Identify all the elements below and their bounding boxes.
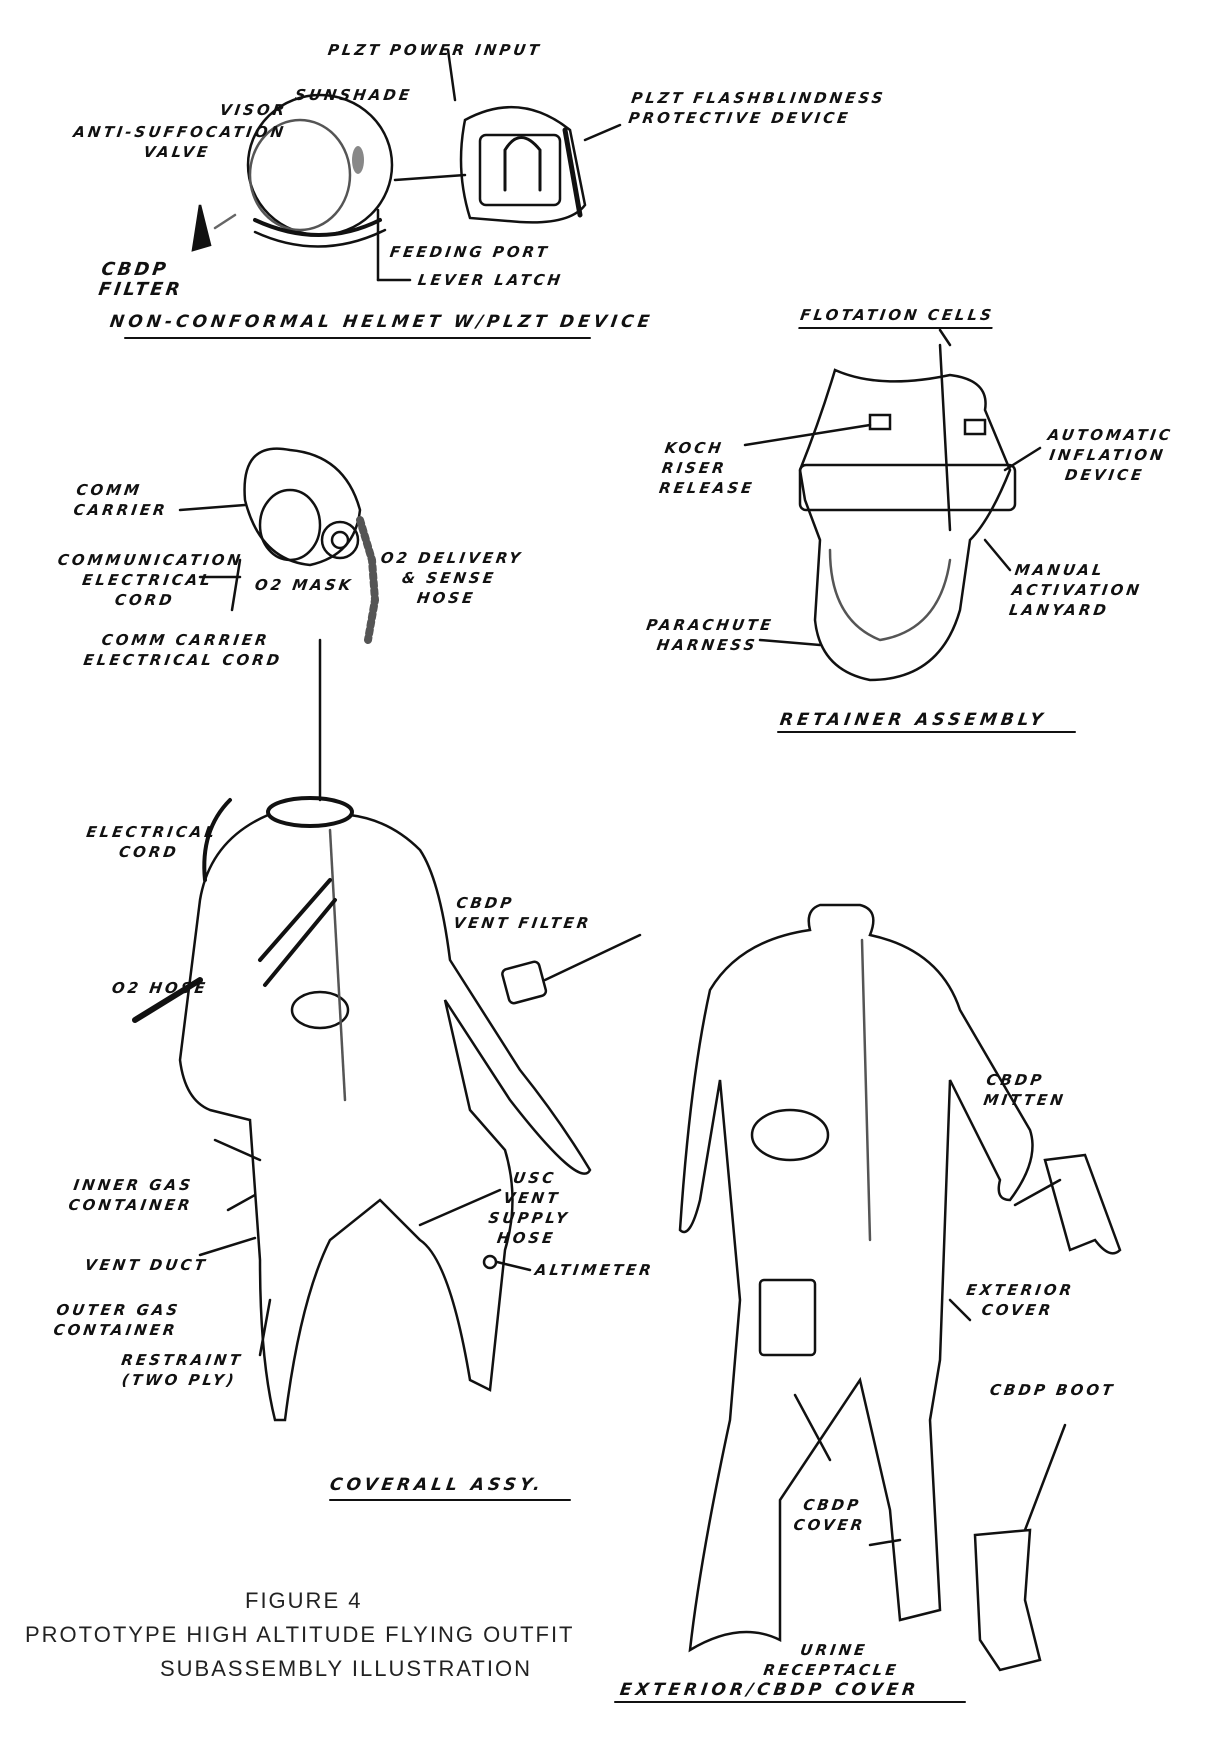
label-cbdp-mitten: CBDP MITTEN — [982, 1071, 1067, 1109]
label-vent-duct: VENT DUCT — [83, 1256, 210, 1274]
label-o2-mask: O2 MASK — [253, 576, 355, 594]
label-manual-activation-lanyard: MANUAL ACTIVATION LANYARD — [1007, 561, 1144, 619]
label-feeding-port: FEEDING PORT — [388, 243, 551, 261]
label-cbdp-boot: CBDP BOOT — [988, 1381, 1117, 1399]
label-communication-cord: COMMUNICATION ELECTRICAL CORD — [56, 551, 245, 609]
label-visor: VISOR — [218, 101, 289, 119]
retainer-assembly-drawing — [743, 328, 1076, 733]
exterior-title: EXTERIOR/CBDP COVER — [618, 1680, 921, 1700]
coverall-drawing — [132, 796, 642, 1501]
label-outer-gas-container: OUTER GAS CONTAINER — [52, 1301, 182, 1339]
label-exterior-cover: EXTERIOR COVER — [965, 1281, 1076, 1319]
label-inner-gas-container: INNER GAS CONTAINER — [67, 1176, 195, 1214]
label-altimeter: ALTIMETER — [533, 1261, 655, 1279]
label-cbdp-vent-filter: CBDP VENT FILTER — [452, 894, 593, 932]
label-o2-delivery-hose: O2 DELIVERY & SENSE HOSE — [379, 549, 525, 607]
comm-carrier-drawing — [178, 447, 380, 802]
helmet-title: NON-CONFORMAL HELMET W/PLZT DEVICE — [108, 312, 655, 332]
label-automatic-inflation-device: AUTOMATIC INFLATION DEVICE — [1046, 426, 1175, 484]
label-restraint: RESTRAINT (TWO PLY) — [120, 1351, 245, 1389]
caption-line-2: SUBASSEMBLY ILLUSTRATION — [160, 1656, 532, 1681]
label-usc-vent-supply-hose: USC VENT SUPPLY HOSE — [487, 1169, 571, 1247]
label-cbdp-cover: CBDP COVER — [792, 1496, 867, 1534]
label-lever-latch: LEVER LATCH — [416, 271, 565, 289]
label-plzt-device: PLZT FLASHBLINDNESS PROTECTIVE DEVICE — [627, 89, 887, 127]
label-sunshade: SUNSHADE — [293, 86, 414, 104]
label-koch-riser-release: KOCH RISER RELEASE — [657, 439, 756, 497]
label-cbdp-filter: CBDP FILTER — [97, 259, 185, 300]
label-comm-carrier: COMM CARRIER — [72, 481, 169, 519]
label-anti-suffocation-valve: ANTI-SUFFOCATION VALVE — [72, 123, 288, 161]
coverall-title: COVERALL ASSY. — [328, 1475, 546, 1495]
helmet-drawing — [124, 48, 622, 339]
label-urine-receptacle: URINE RECEPTACLE — [762, 1641, 900, 1679]
caption-line-1: PROTOTYPE HIGH ALTITUDE FLYING OUTFIT — [25, 1622, 575, 1647]
retainer-title: RETAINER ASSEMBLY — [778, 710, 1048, 730]
comm-title: COMM CARRIER ELECTRICAL CORD — [82, 631, 284, 669]
exterior-cover-drawing — [614, 903, 1122, 1703]
label-plzt-power-input: PLZT POWER INPUT — [326, 41, 543, 59]
figure-number: FIGURE 4 — [245, 1588, 363, 1613]
label-o2-hose: O2 HOSE — [110, 979, 210, 997]
label-flotation-cells: FLOTATION CELLS — [798, 305, 996, 329]
label-parachute-harness: PARACHUTE HARNESS — [645, 616, 775, 654]
label-electrical-cord: ELECTRICAL CORD — [85, 823, 219, 861]
